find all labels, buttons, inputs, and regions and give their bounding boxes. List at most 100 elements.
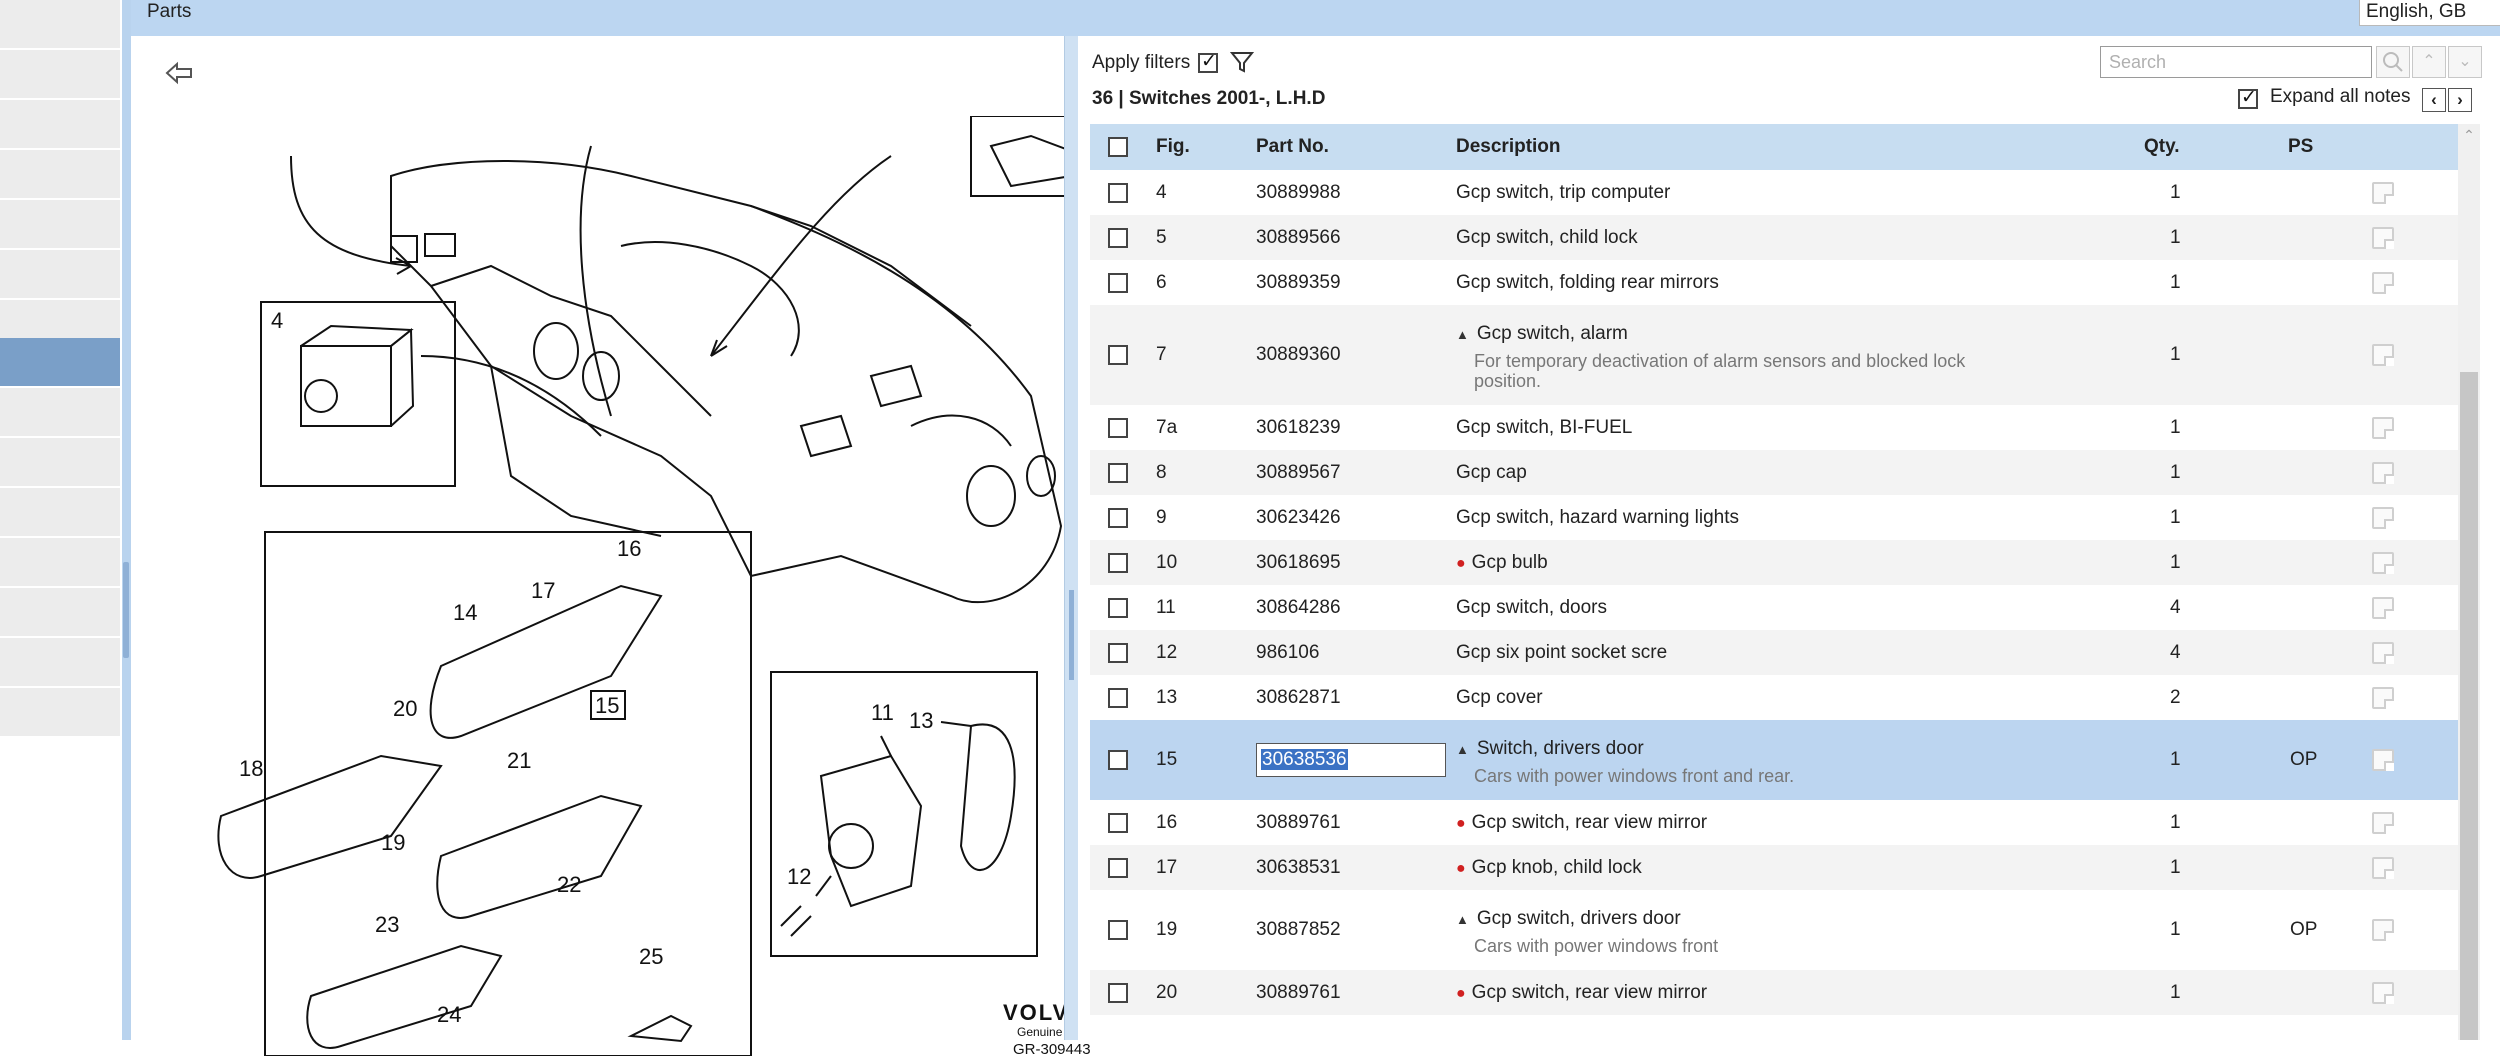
note-icon[interactable] bbox=[2372, 749, 2394, 771]
next-group-button[interactable]: › bbox=[2448, 88, 2472, 112]
row-checkbox[interactable] bbox=[1108, 598, 1128, 618]
row-part-no[interactable]: 30623426 bbox=[1256, 507, 1341, 528]
nav-splitter-grip[interactable] bbox=[123, 562, 129, 658]
row-checkbox[interactable] bbox=[1108, 983, 1128, 1003]
nav-item[interactable] bbox=[0, 50, 120, 100]
row-part-no[interactable]: 30864286 bbox=[1256, 597, 1341, 618]
collapse-triangle-icon[interactable]: ▲ bbox=[1456, 742, 1469, 757]
row-part-no[interactable]: 30889360 bbox=[1256, 344, 1341, 365]
row-checkbox[interactable] bbox=[1108, 345, 1128, 365]
previous-result-button[interactable]: ⌃ bbox=[2412, 46, 2446, 78]
note-icon[interactable] bbox=[2372, 857, 2394, 879]
row-part-no[interactable]: 30638531 bbox=[1256, 857, 1341, 878]
nav-item[interactable] bbox=[0, 100, 120, 150]
note-icon[interactable] bbox=[2372, 687, 2394, 709]
note-icon[interactable] bbox=[2372, 227, 2394, 249]
column-header-description[interactable]: Description bbox=[1456, 136, 1561, 157]
collapse-triangle-icon[interactable]: ▲ bbox=[1456, 327, 1469, 342]
row-part-no[interactable]: 30887852 bbox=[1256, 919, 1341, 940]
back-button[interactable] bbox=[163, 58, 197, 88]
row-checkbox[interactable] bbox=[1108, 553, 1128, 573]
note-icon[interactable] bbox=[2372, 597, 2394, 619]
scroll-thumb[interactable] bbox=[2460, 372, 2478, 1040]
apply-filters-checkbox[interactable] bbox=[1198, 50, 1218, 73]
row-checkbox[interactable] bbox=[1108, 183, 1128, 203]
row-part-no[interactable]: 30889761 bbox=[1256, 812, 1341, 833]
nav-splitter[interactable] bbox=[122, 0, 131, 1040]
expand-all-notes-checkbox[interactable] bbox=[2238, 86, 2258, 109]
row-part-no[interactable]: 30889567 bbox=[1256, 462, 1341, 483]
note-icon[interactable] bbox=[2372, 417, 2394, 439]
row-checkbox[interactable] bbox=[1108, 688, 1128, 708]
row-part-no[interactable]: 986106 bbox=[1256, 642, 1320, 663]
row-checkbox[interactable] bbox=[1108, 418, 1128, 438]
row-checkbox[interactable] bbox=[1108, 920, 1128, 940]
row-checkbox[interactable] bbox=[1108, 813, 1128, 833]
nav-item[interactable] bbox=[0, 688, 120, 738]
nav-item[interactable] bbox=[0, 200, 120, 250]
nav-item[interactable] bbox=[0, 0, 120, 50]
language-select[interactable]: English, GB ⌄ bbox=[2359, 0, 2500, 26]
row-part-no[interactable]: 30862871 bbox=[1256, 687, 1341, 708]
row-checkbox[interactable] bbox=[1108, 643, 1128, 663]
select-all-checkbox[interactable] bbox=[1108, 137, 1128, 157]
nav-item[interactable] bbox=[0, 250, 120, 300]
nav-item[interactable] bbox=[0, 488, 120, 538]
table-scrollbar[interactable]: ⌃ bbox=[2458, 124, 2480, 1040]
collapse-triangle-icon[interactable]: ▲ bbox=[1456, 912, 1469, 927]
note-icon[interactable] bbox=[2372, 642, 2394, 664]
row-checkbox[interactable] bbox=[1108, 463, 1128, 483]
note-icon[interactable] bbox=[2372, 462, 2394, 484]
row-part-no[interactable]: 30889761 bbox=[1256, 982, 1341, 1003]
column-header-qty[interactable]: Qty. bbox=[2144, 136, 2180, 157]
previous-group-button[interactable]: ‹ bbox=[2422, 88, 2446, 112]
row-checkbox[interactable] bbox=[1108, 273, 1128, 293]
nav-item[interactable] bbox=[0, 588, 120, 638]
scroll-up-arrow-icon[interactable]: ⌃ bbox=[2463, 127, 2475, 143]
row-part-no[interactable]: 30618695 bbox=[1256, 552, 1341, 573]
note-icon[interactable] bbox=[2372, 272, 2394, 294]
column-header-part-no[interactable]: Part No. bbox=[1256, 136, 1329, 157]
search-button[interactable] bbox=[2376, 46, 2410, 78]
row-part-no[interactable]: 30889566 bbox=[1256, 227, 1341, 248]
row-checkbox[interactable] bbox=[1108, 228, 1128, 248]
nav-item-selected[interactable] bbox=[0, 338, 120, 388]
note-icon[interactable] bbox=[2372, 552, 2394, 574]
note-icon[interactable] bbox=[2372, 812, 2394, 834]
row-checkbox[interactable] bbox=[1108, 858, 1128, 878]
column-header-fig[interactable]: Fig. bbox=[1156, 136, 1190, 157]
nav-item[interactable] bbox=[0, 638, 120, 688]
nav-item[interactable] bbox=[0, 388, 120, 438]
next-result-button[interactable]: ⌄ bbox=[2448, 46, 2482, 78]
nav-item[interactable] bbox=[0, 538, 120, 588]
row-part-no[interactable]: 30618239 bbox=[1256, 417, 1341, 438]
panel-splitter-grip[interactable] bbox=[1069, 590, 1074, 680]
row-checkbox[interactable] bbox=[1108, 750, 1128, 770]
nav-item[interactable] bbox=[0, 438, 120, 488]
row-part-no[interactable]: 30889359 bbox=[1256, 272, 1341, 293]
part-number-edit-field[interactable]: 30638536 bbox=[1256, 743, 1446, 777]
note-icon[interactable] bbox=[2372, 182, 2394, 204]
note-icon[interactable] bbox=[2372, 919, 2394, 941]
note-icon[interactable] bbox=[2372, 982, 2394, 1004]
nav-item[interactable] bbox=[0, 150, 120, 200]
search-input[interactable] bbox=[2100, 46, 2372, 78]
note-icon[interactable] bbox=[2372, 344, 2394, 366]
filter-button[interactable] bbox=[1229, 50, 1255, 79]
